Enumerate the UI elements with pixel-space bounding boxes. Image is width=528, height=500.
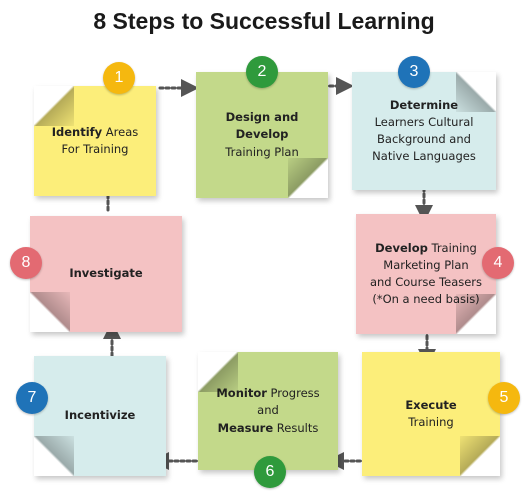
- step-1-badge: 1: [103, 62, 135, 94]
- step-2-badge: 2: [246, 56, 278, 88]
- step-7-badge: 7: [16, 382, 48, 414]
- step-5-badge: 5: [488, 382, 520, 414]
- step-6-note: Monitor Progress and Measure Results: [198, 352, 338, 470]
- step-8-badge: 8: [10, 247, 42, 279]
- step-1-note: Identify Areas For Training: [34, 86, 156, 196]
- step-3-badge: 3: [398, 56, 430, 88]
- step-4-badge: 4: [482, 247, 514, 279]
- step-8-note: Investigate: [30, 216, 182, 332]
- step-7-note: Incentivize: [34, 356, 166, 476]
- step-6-badge: 6: [254, 456, 286, 488]
- diagram-title: 8 Steps to Successful Learning: [93, 8, 435, 34]
- step-4-note: Develop Training Marketing Plan and Cour…: [356, 214, 496, 334]
- step-2-note: Design and Develop Training Plan: [196, 72, 328, 198]
- step-3-note: Determine Learners Cultural Background a…: [352, 72, 496, 190]
- step-5-note: Execute Training: [362, 352, 500, 476]
